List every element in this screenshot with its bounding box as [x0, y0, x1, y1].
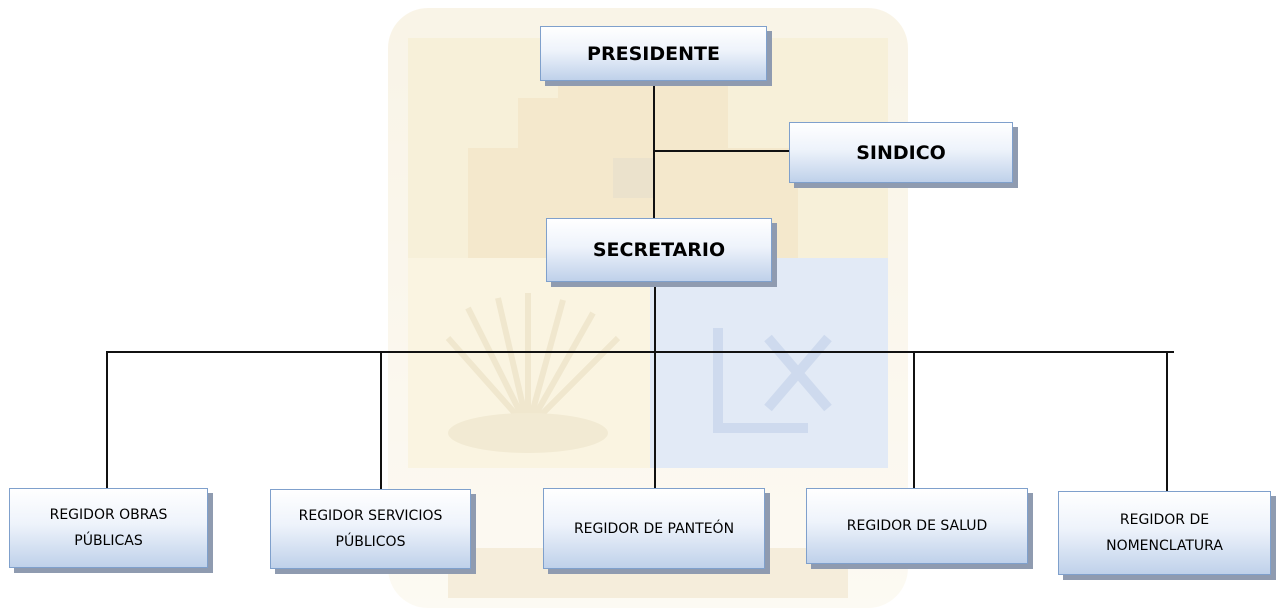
presidente-box: PRESIDENTE: [540, 26, 767, 81]
connector-bus: [106, 351, 1174, 353]
connector-secretario-bus: [654, 283, 656, 489]
regidor-box-salud: REGIDOR DE SALUD: [806, 488, 1028, 564]
presidente-label: PRESIDENTE: [587, 42, 720, 65]
regidor-label: REGIDOR DE PANTEÓN: [573, 520, 735, 537]
sindico-box: SINDICO: [789, 122, 1013, 183]
regidor-label: REGIDOR SERVICIOS PÚBLICOS: [298, 508, 443, 550]
connector-drop-1: [106, 351, 108, 488]
regidor-label: REGIDOR DE SALUD: [846, 518, 988, 534]
regidor-box-nomenclatura: REGIDOR DE NOMENCLATURA: [1058, 491, 1271, 575]
connector-sindico: [653, 150, 789, 152]
sindico-label: SINDICO: [856, 141, 946, 164]
connector-presidente-secretario: [653, 81, 655, 218]
connector-drop-4: [913, 351, 915, 488]
regidor-box-panteon: REGIDOR DE PANTEÓN: [543, 488, 765, 569]
connector-drop-5: [1166, 351, 1168, 491]
secretario-label: SECRETARIO: [592, 239, 726, 261]
regidor-label: REGIDOR DE NOMENCLATURA: [1106, 512, 1223, 554]
regidor-box-obras-publicas: REGIDOR OBRAS PÚBLICAS: [9, 488, 208, 568]
secretario-box: SECRETARIO: [546, 218, 772, 282]
crest-icon: [388, 8, 908, 608]
connector-drop-2: [380, 351, 382, 489]
regidor-label: REGIDOR OBRAS PÚBLICAS: [49, 507, 168, 549]
regidor-box-servicios-publicos: REGIDOR SERVICIOS PÚBLICOS: [270, 489, 471, 569]
crest-watermark: [388, 8, 908, 608]
